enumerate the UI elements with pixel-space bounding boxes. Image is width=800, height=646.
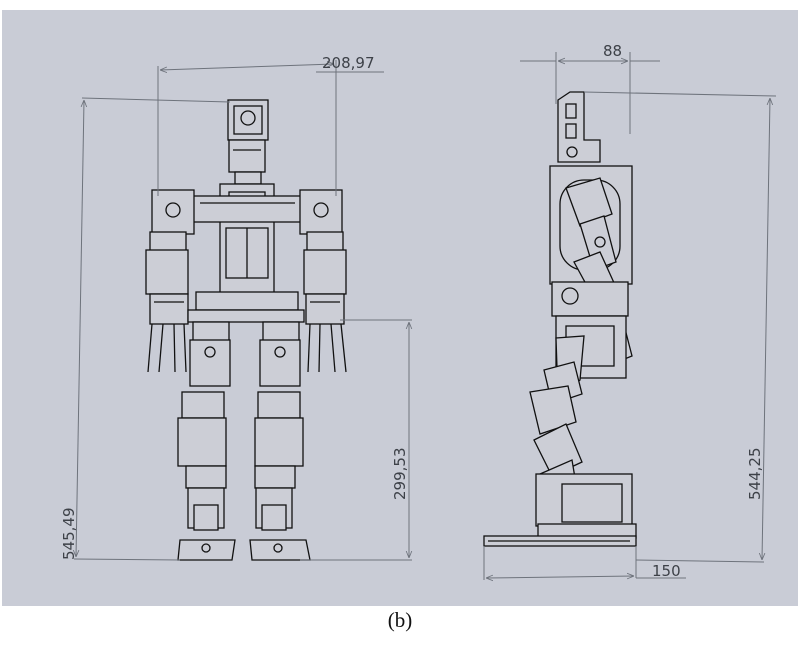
robot-front-view: [145, 99, 347, 561]
dimension-label-side-height: 544,25: [746, 448, 764, 501]
drawing-panel: [2, 10, 798, 606]
dimension-label-side-depth: 88: [603, 42, 622, 60]
dimension-lines: [74, 52, 777, 580]
dimension-label-shoulder-width: 208,97: [322, 54, 375, 72]
dimension-label-hip-height: 299,53: [391, 448, 409, 501]
figure-caption: (b): [387, 608, 413, 632]
dimension-label-foot-length: 150: [652, 562, 681, 580]
robot-side-view: [483, 91, 637, 547]
dimension-label-front-height: 545,49: [60, 508, 78, 561]
